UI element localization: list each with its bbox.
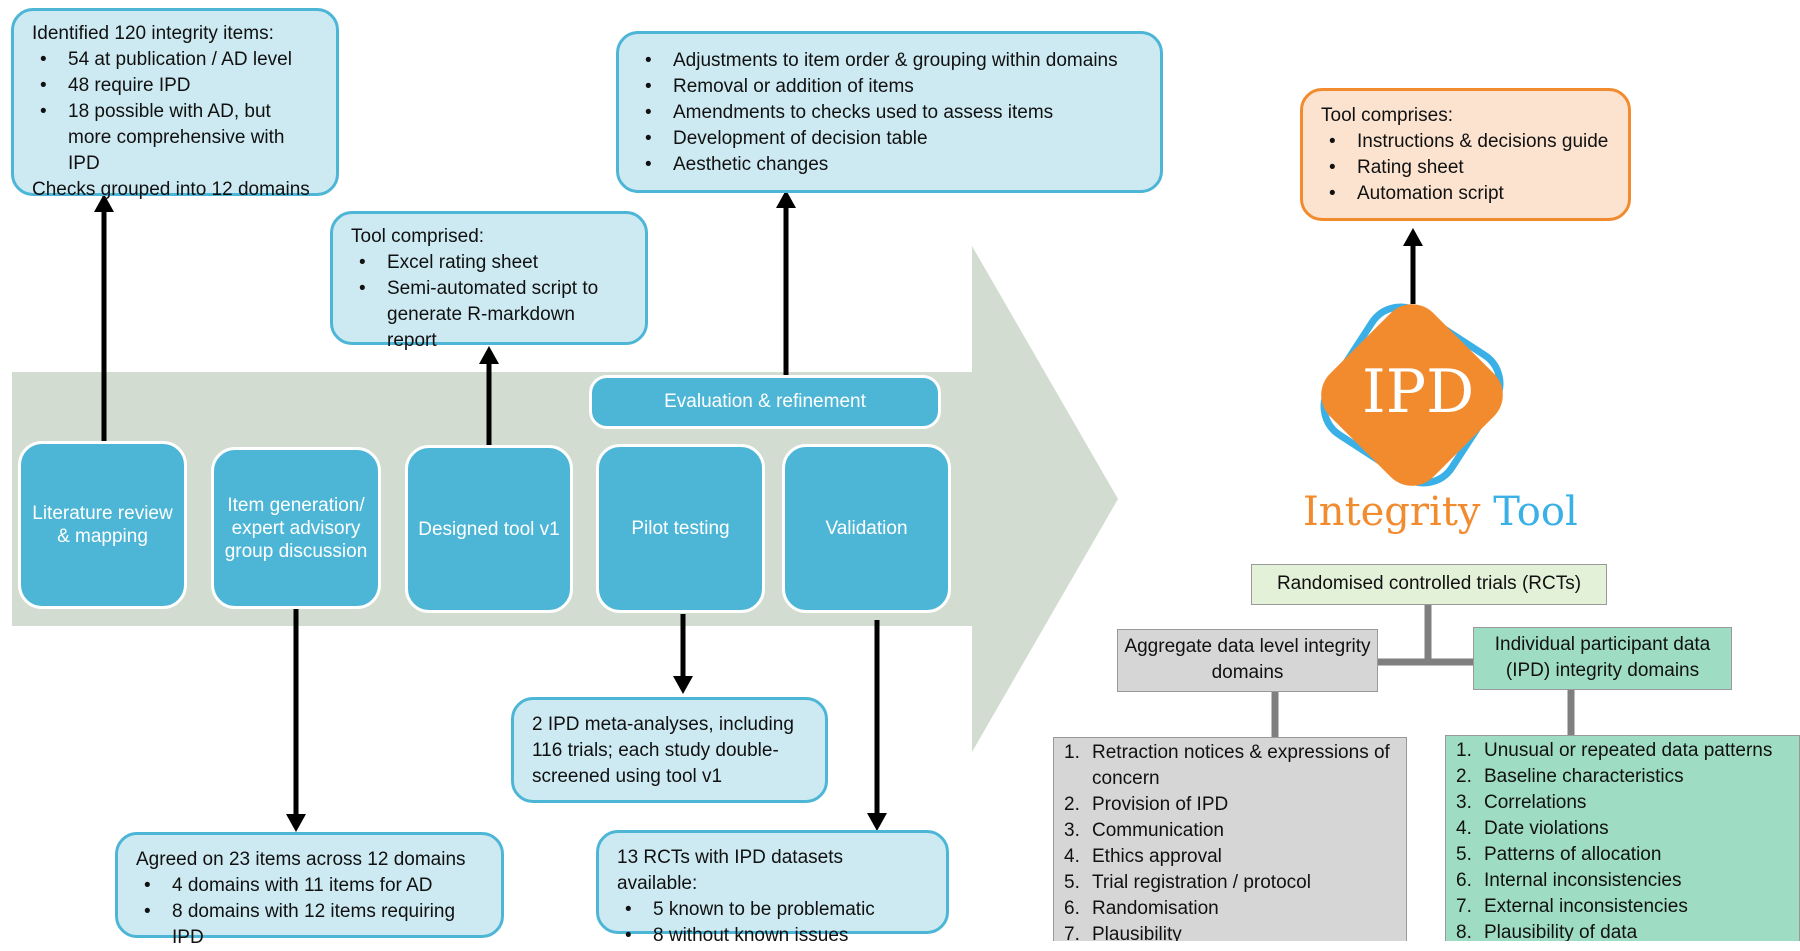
ipd-domains-box: Individual participant data (IPD) integr… <box>1473 627 1732 690</box>
step-validation: Validation <box>782 444 951 613</box>
adjustment-item: Removal or addition of items <box>645 74 1142 100</box>
designed-list: Excel rating sheet Semi-automated script… <box>351 250 627 354</box>
ipd-domain-text: Correlations <box>1484 792 1587 813</box>
box-tool-comprised: Tool comprised: Excel rating sheet Semi-… <box>330 211 648 351</box>
ipd-domain-text: Patterns of allocation <box>1484 844 1662 865</box>
aggregate-domain-item: 2.Provision of IPD <box>1064 792 1396 818</box>
box-identified-items: Identified 120 integrity items: 54 at pu… <box>11 8 339 200</box>
tool-item: Instructions & decisions guide <box>1329 129 1610 155</box>
evaluation-refinement-banner: Evaluation & refinement <box>589 375 941 429</box>
ipd-domain-text: Plausibility of data <box>1484 922 1638 941</box>
ipd-logo-graphic <box>1320 303 1504 487</box>
logo-word-integrity: Integrity <box>1303 489 1481 535</box>
aggregate-domain-text: Ethics approval <box>1092 846 1222 867</box>
rct-root-box: Randomised controlled trials (RCTs) <box>1251 564 1607 605</box>
arrowhead-item <box>286 814 306 832</box>
identified-item: 54 at publication / AD level <box>40 47 318 73</box>
identified-heading: Identified 120 integrity items: <box>32 23 274 44</box>
adjustment-item: Aesthetic changes <box>645 152 1142 178</box>
validation-list: 5 known to be problematic 8 without know… <box>617 897 928 949</box>
identified-item: 18 possible with AD, but more comprehens… <box>40 99 318 177</box>
identified-item: 48 require IPD <box>40 73 318 99</box>
ipd-domain-item: 4.Date violations <box>1456 816 1789 842</box>
identified-footer: Checks grouped into 12 domains <box>32 179 310 200</box>
step-literature-review: Literature review & mapping <box>18 441 187 609</box>
aggregate-domain-text: Trial registration / protocol <box>1092 872 1311 893</box>
arrowhead-validation <box>867 813 887 831</box>
arrowhead-literature <box>94 194 114 212</box>
ipd-domain-item: 8.Plausibility of data <box>1456 920 1789 941</box>
box-agreed-items: Agreed on 23 items across 12 domains 4 d… <box>115 832 504 948</box>
ipd-domain-text: Baseline characteristics <box>1484 766 1684 787</box>
agreed-item: 8 domains with 12 items requiring IPD <box>144 899 483 951</box>
aggregate-domain-text: Provision of IPD <box>1092 794 1229 815</box>
aggregate-domain-item: 7.Plausibility <box>1064 922 1396 941</box>
validation-item: 5 known to be problematic <box>625 897 928 923</box>
aggregate-domain-item: 3.Communication <box>1064 818 1396 844</box>
box-pilot-results: 2 IPD meta-analyses, including 116 trial… <box>511 697 828 803</box>
tool-item: Rating sheet <box>1329 155 1610 181</box>
identified-list: 54 at publication / AD level 48 require … <box>32 47 318 177</box>
tool-heading: Tool comprises: <box>1321 105 1453 126</box>
adjustment-item: Adjustments to item order & grouping wit… <box>645 48 1142 74</box>
designed-item: Excel rating sheet <box>359 250 627 276</box>
ipd-domain-text: Unusual or repeated data patterns <box>1484 740 1773 761</box>
aggregate-domain-item: 5.Trial registration / protocol <box>1064 870 1396 896</box>
arrowhead-evaluation <box>776 190 796 208</box>
ipd-domain-text: External inconsistencies <box>1484 896 1688 917</box>
ipd-domain-item: 3.Correlations <box>1456 790 1789 816</box>
tool-list: Instructions & decisions guide Rating sh… <box>1321 129 1610 207</box>
aggregate-domain-text: Retraction notices & expressions of conc… <box>1092 742 1390 789</box>
box-adjustments: Adjustments to item order & grouping wit… <box>616 31 1163 193</box>
agreed-list: 4 domains with 11 items for AD 8 domains… <box>136 873 483 951</box>
arrowhead-designed <box>479 346 499 364</box>
ipd-domain-item: 7.External inconsistencies <box>1456 894 1789 920</box>
agreed-item: 4 domains with 11 items for AD <box>144 873 483 899</box>
aggregate-domain-item: 1.Retraction notices & expressions of co… <box>1064 740 1396 792</box>
box-validation-datasets: 13 RCTs with IPD datasets available: 5 k… <box>596 830 949 949</box>
ipd-domains-list: 1.Unusual or repeated data patterns 2.Ba… <box>1445 735 1800 941</box>
pilot-text: 2 IPD meta-analyses, including 116 trial… <box>532 714 794 787</box>
adjustment-item: Amendments to checks used to assess item… <box>645 100 1142 126</box>
tool-item: Automation script <box>1329 181 1610 207</box>
ipd-domain-item: 1.Unusual or repeated data patterns <box>1456 738 1789 764</box>
logo-orange-diamond <box>1321 304 1503 486</box>
aggregate-domain-item: 6.Randomisation <box>1064 896 1396 922</box>
arrowhead-logo <box>1403 228 1423 246</box>
aggregate-domains-box: Aggregate data level integrity domains <box>1117 629 1378 692</box>
ipd-domain-item: 6.Internal inconsistencies <box>1456 868 1789 894</box>
box-tool-comprises: Tool comprises: Instructions & decisions… <box>1300 88 1631 221</box>
ipd-domain-text: Internal inconsistencies <box>1484 870 1682 891</box>
step-pilot-testing: Pilot testing <box>596 444 765 613</box>
ipd-domain-item: 2.Baseline characteristics <box>1456 764 1789 790</box>
validation-item: 8 without known issues <box>625 923 928 949</box>
logo-abbr: IPD <box>1362 357 1475 427</box>
designed-item: Semi-automated script to generate R-mark… <box>359 276 627 354</box>
arrowhead-pilot <box>673 676 693 694</box>
logo-word-tool: Tool <box>1493 489 1578 535</box>
adjustments-list: Adjustments to item order & grouping wit… <box>637 48 1142 178</box>
adjustment-item: Development of decision table <box>645 126 1142 152</box>
ipd-domain-item: 5.Patterns of allocation <box>1456 842 1789 868</box>
aggregate-domains-list: 1.Retraction notices & expressions of co… <box>1053 737 1407 941</box>
designed-heading: Tool comprised: <box>351 226 485 247</box>
aggregate-domain-item: 4.Ethics approval <box>1064 844 1396 870</box>
aggregate-domain-text: Communication <box>1092 820 1224 841</box>
ipd-domain-text: Date violations <box>1484 818 1609 839</box>
step-designed-tool: Designed tool v1 <box>405 445 573 613</box>
aggregate-domain-text: Randomisation <box>1092 898 1219 919</box>
validation-heading: 13 RCTs with IPD datasets available: <box>617 847 843 894</box>
step-item-generation: Item generation/ expert advisory group d… <box>211 447 381 609</box>
logo-wordmark: Integrity Tool <box>1303 489 1578 535</box>
aggregate-domain-text: Plausibility <box>1092 924 1182 941</box>
agreed-heading: Agreed on 23 items across 12 domains <box>136 849 466 870</box>
